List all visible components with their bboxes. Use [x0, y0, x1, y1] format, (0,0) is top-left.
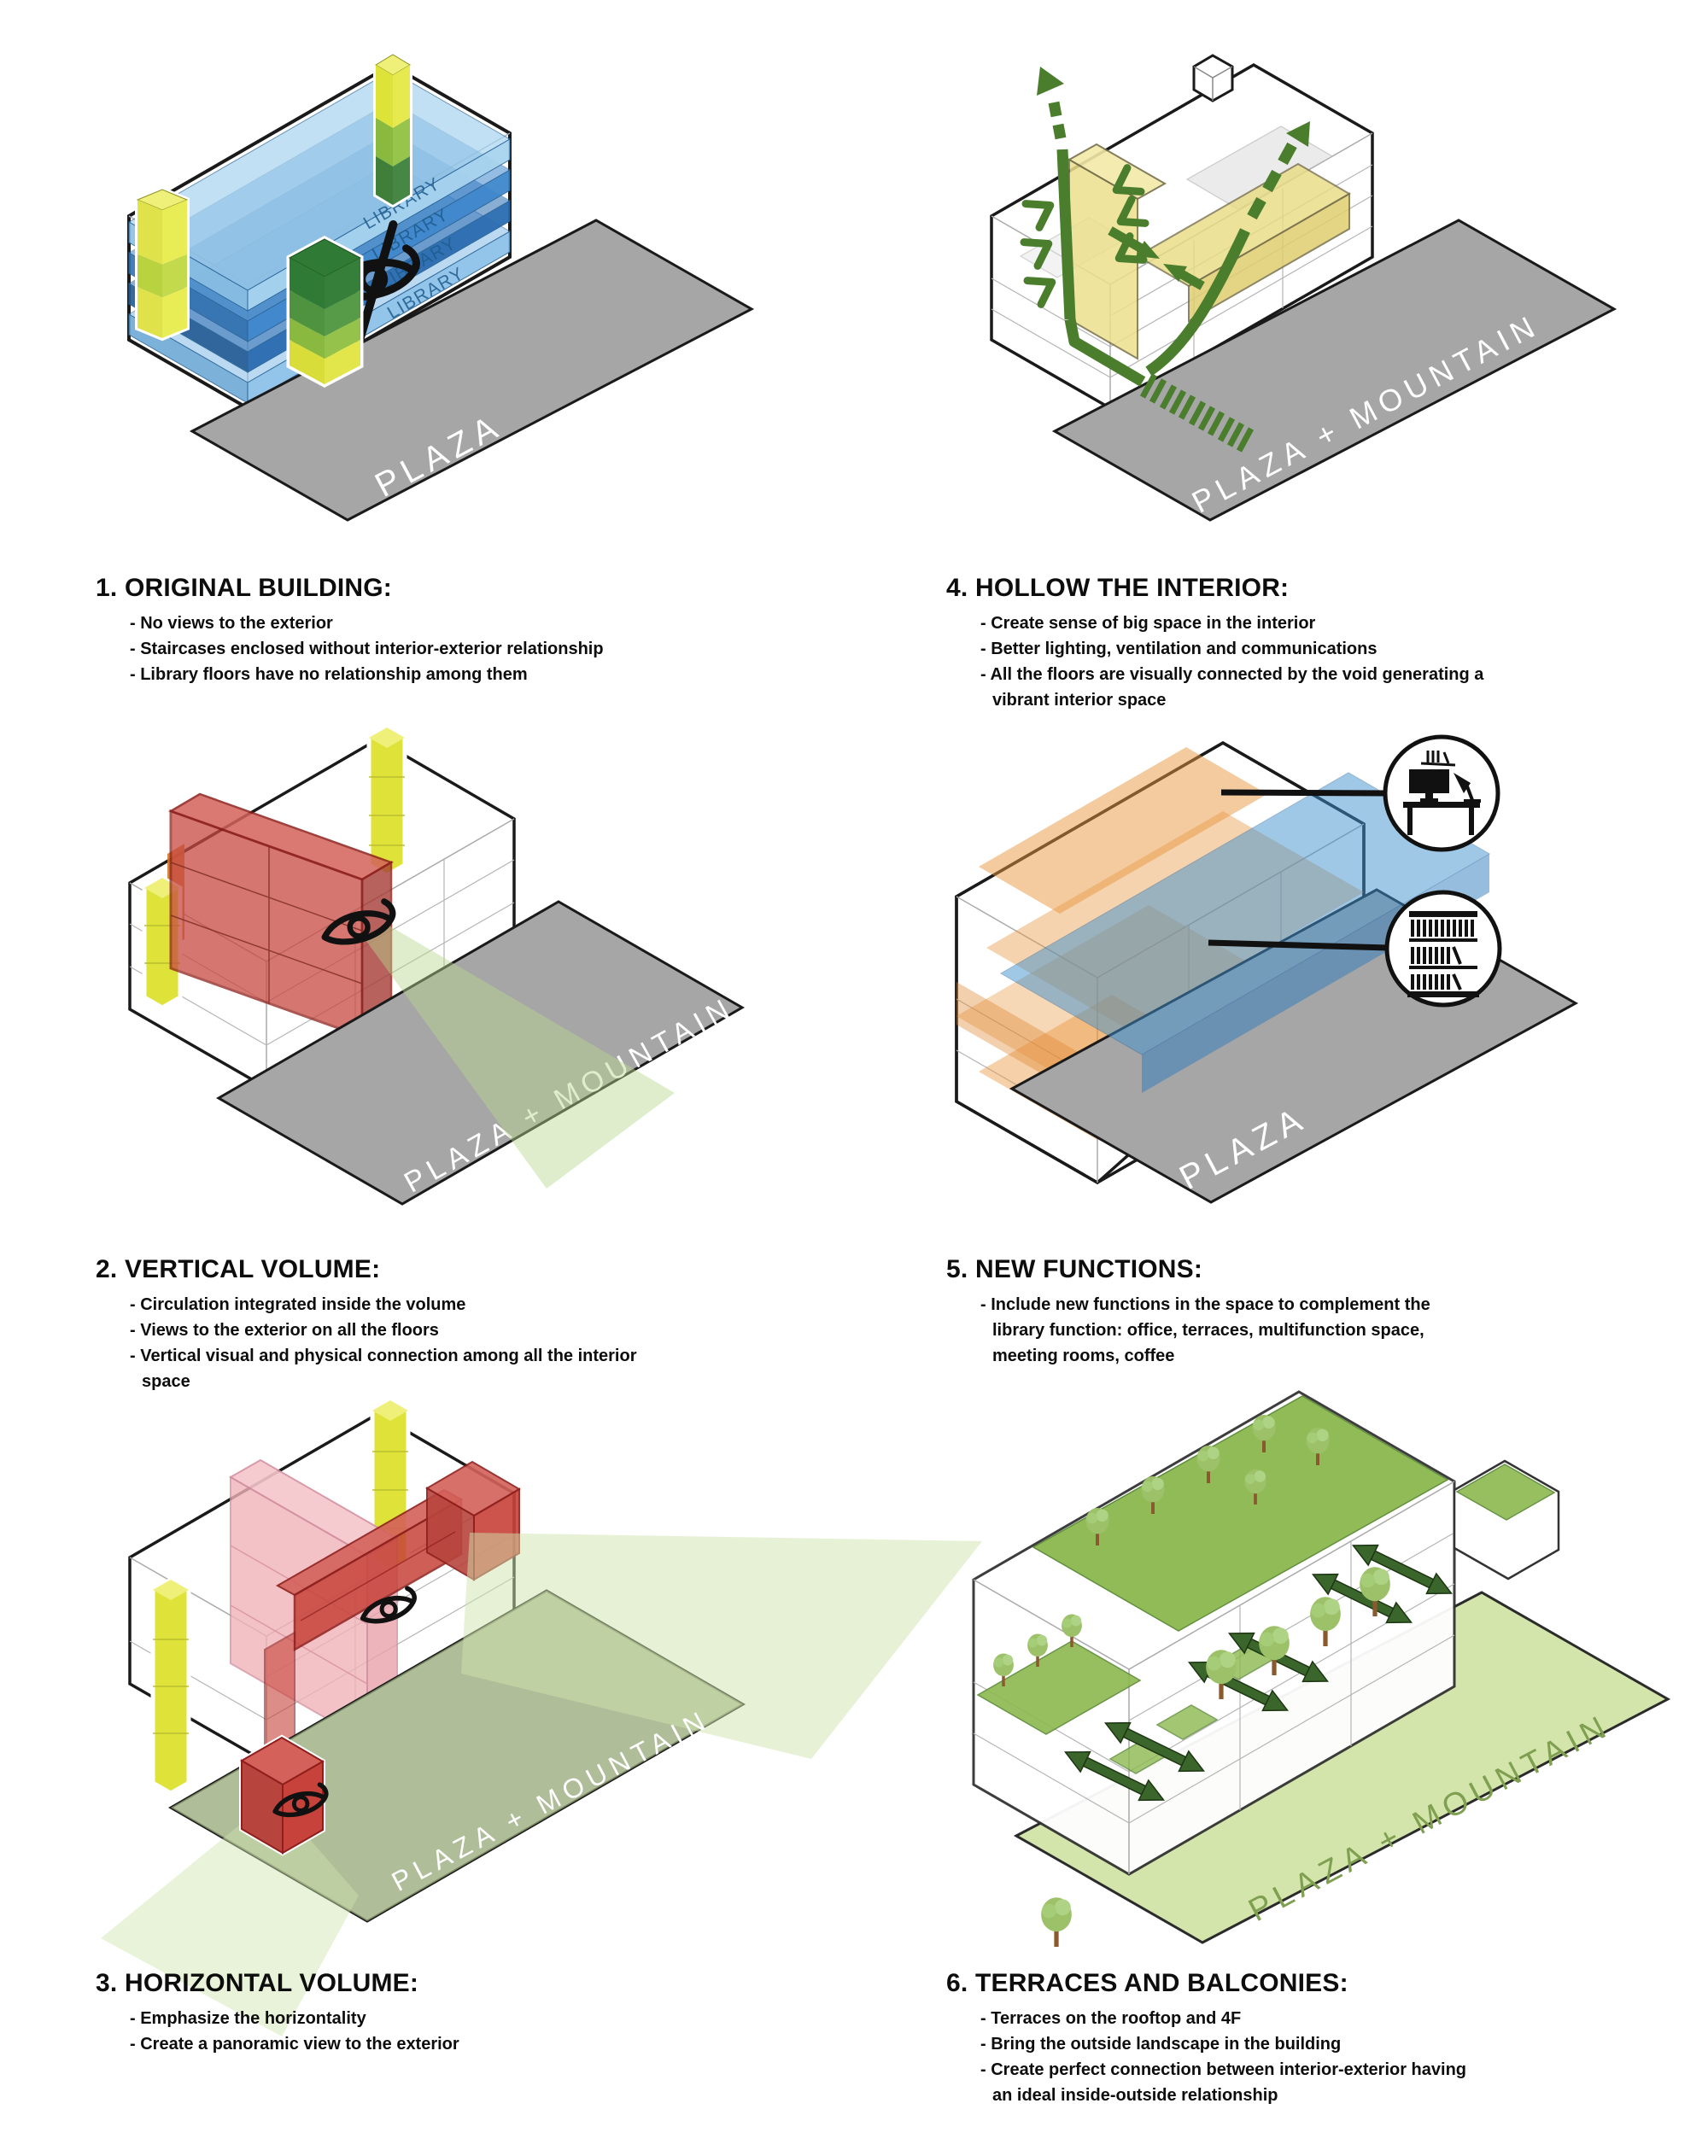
bookshelf-icon [1384, 890, 1502, 1008]
vertical-volume-red [168, 792, 394, 1039]
callout-line-office [1220, 789, 1388, 797]
bullet-line: an ideal inside-outside relationship [992, 2086, 1278, 2105]
bullet-line: - Better lighting, ventilation and commu… [980, 640, 1378, 658]
diagram-original-building: LIBRARY LIBRARY LIBRARY LIBRARY PLAZA [127, 51, 755, 522]
diagram-new-functions: PLAZA [955, 734, 1579, 1204]
view-cone [364, 924, 675, 1189]
section-title: 2. VERTICAL VOLUME: [96, 1255, 381, 1283]
section-vertical-volume: 2. VERTICAL VOLUME: - Circulation integr… [96, 1255, 762, 1394]
bullet-line: - Circulation integrated inside the volu… [130, 1295, 466, 1314]
bullet-line: meeting rooms, coffee [992, 1347, 1175, 1365]
desk-computer-lamp-icon [1383, 734, 1500, 852]
section-terraces-balconies: 6. TERRACES AND BALCONIES: - Terraces on… [946, 1969, 1595, 2108]
section-horizontal-volume: 3. HORIZONTAL VOLUME: - Emphasize the ho… [96, 1969, 830, 2057]
section-title: 1. ORIGINAL BUILDING: [96, 574, 392, 602]
panorama-box-red [239, 1734, 325, 1856]
flow-arrow-icon [1024, 67, 1310, 453]
hollow-void-volume [1067, 143, 1351, 360]
section-title: 5. NEW FUNCTIONS: [946, 1255, 1203, 1283]
bullet-line: - Emphasize the horizontality [130, 2009, 366, 2028]
plaza-plane [215, 900, 746, 1206]
plaza-plane [1051, 219, 1617, 522]
section-title: 4. HOLLOW THE INTERIOR: [946, 574, 1290, 602]
section-new-functions: 5. NEW FUNCTIONS: - Include new function… [946, 1255, 1544, 1369]
bullet-line: - Terraces on the rooftop and 4F [980, 2009, 1242, 2028]
bullet-line: - Vertical visual and physical connectio… [130, 1347, 637, 1365]
bullet-line: - Library floors have no relationship am… [130, 665, 528, 684]
bullet-line: library function: office, terraces, mult… [992, 1321, 1424, 1340]
diagram-terraces-balconies: PLAZA + MOUNTAIN [972, 1390, 1671, 1947]
diagram-horizontal-volume: PLAZA + MOUNTAIN [101, 1398, 982, 2036]
view-glow-right [461, 1533, 982, 1759]
section-original-building: 1. ORIGINAL BUILDING: - No views to the … [96, 574, 864, 687]
bullet-line: - Staircases enclosed without interior-e… [130, 640, 604, 658]
callout-line-library [1208, 939, 1389, 951]
bullet-line: - Create sense of big space in the inter… [980, 614, 1316, 633]
horizontal-volume-red [264, 1460, 521, 1765]
bullet-line: - Create perfect connection between inte… [980, 2060, 1467, 2079]
green-terraces [976, 1395, 1556, 1774]
bullet-line: - Include new functions in the space to … [980, 1295, 1430, 1314]
diagram-vertical-volume: PLAZA + MOUNTAIN [128, 725, 746, 1206]
stair-tower-left [135, 186, 190, 342]
section-hollow-interior: 4. HOLLOW THE INTERIOR: - Create sense o… [946, 574, 1612, 713]
stair-tower-left [150, 1577, 191, 1796]
section-title: 3. HORIZONTAL VOLUME: [96, 1969, 419, 1997]
stair-tower-back [373, 51, 412, 208]
plaza-plane [189, 219, 755, 522]
bullet-line: space [142, 1372, 190, 1391]
bullet-line: - Create a panoramic view to the exterio… [130, 2035, 459, 2054]
stair-tower-front [286, 236, 364, 388]
section-title: 6. TERRACES AND BALCONIES: [946, 1969, 1348, 1997]
bullet-line: vibrant interior space [992, 691, 1167, 710]
stair-tower-back [366, 725, 407, 878]
bullet-line: - All the floors are visually connected … [980, 665, 1484, 684]
diagram-hollow-interior: PLAZA + MOUNTAIN [990, 54, 1617, 522]
view-glow-left [101, 1797, 359, 2036]
bullet-line: - No views to the exterior [130, 614, 333, 633]
bullet-line: - Bring the outside landscape in the bui… [980, 2035, 1342, 2054]
bullet-line: - Views to the exterior on all the floor… [130, 1321, 439, 1340]
